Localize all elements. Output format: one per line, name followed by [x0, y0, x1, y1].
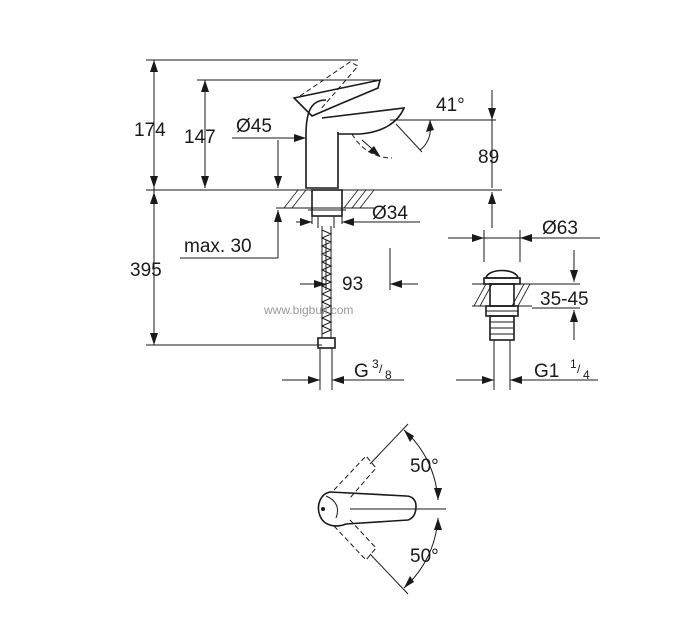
fraction-slash: / [577, 362, 581, 376]
dim-max-thickness: max. 30 [184, 236, 252, 257]
dim-rotation-top: 50° [410, 456, 439, 477]
fraction-slash: / [379, 362, 383, 376]
dim-lever-angle: 41° [436, 95, 465, 116]
connection-waste-num: 1 [570, 357, 577, 371]
faucet-side-view [146, 59, 502, 390]
connection-waste: G1 [534, 361, 559, 382]
dim-waste-diameter: Ø63 [542, 218, 578, 239]
waste-side-view [448, 230, 600, 390]
connection-hose-den: 8 [385, 368, 392, 382]
dim-hole-diameter: Ø34 [372, 203, 408, 224]
watermark: www.bigbuil.com [263, 303, 353, 317]
dim-reach: 93 [342, 274, 363, 295]
connection-hose: G [354, 361, 369, 382]
dim-waste-range: 35-45 [540, 289, 589, 310]
dim-height-total: 174 [134, 120, 166, 141]
dim-depth-below: 395 [130, 260, 162, 281]
dim-spout-height: 89 [478, 147, 499, 168]
dim-height-spout: 147 [184, 127, 216, 148]
connection-waste-den: 4 [583, 368, 590, 382]
dim-rotation-bottom: 50° [410, 546, 439, 567]
faucet-top-view [317, 423, 446, 595]
connection-hose-num: 3 [372, 357, 379, 371]
dim-diameter-body: Ø45 [236, 116, 272, 137]
